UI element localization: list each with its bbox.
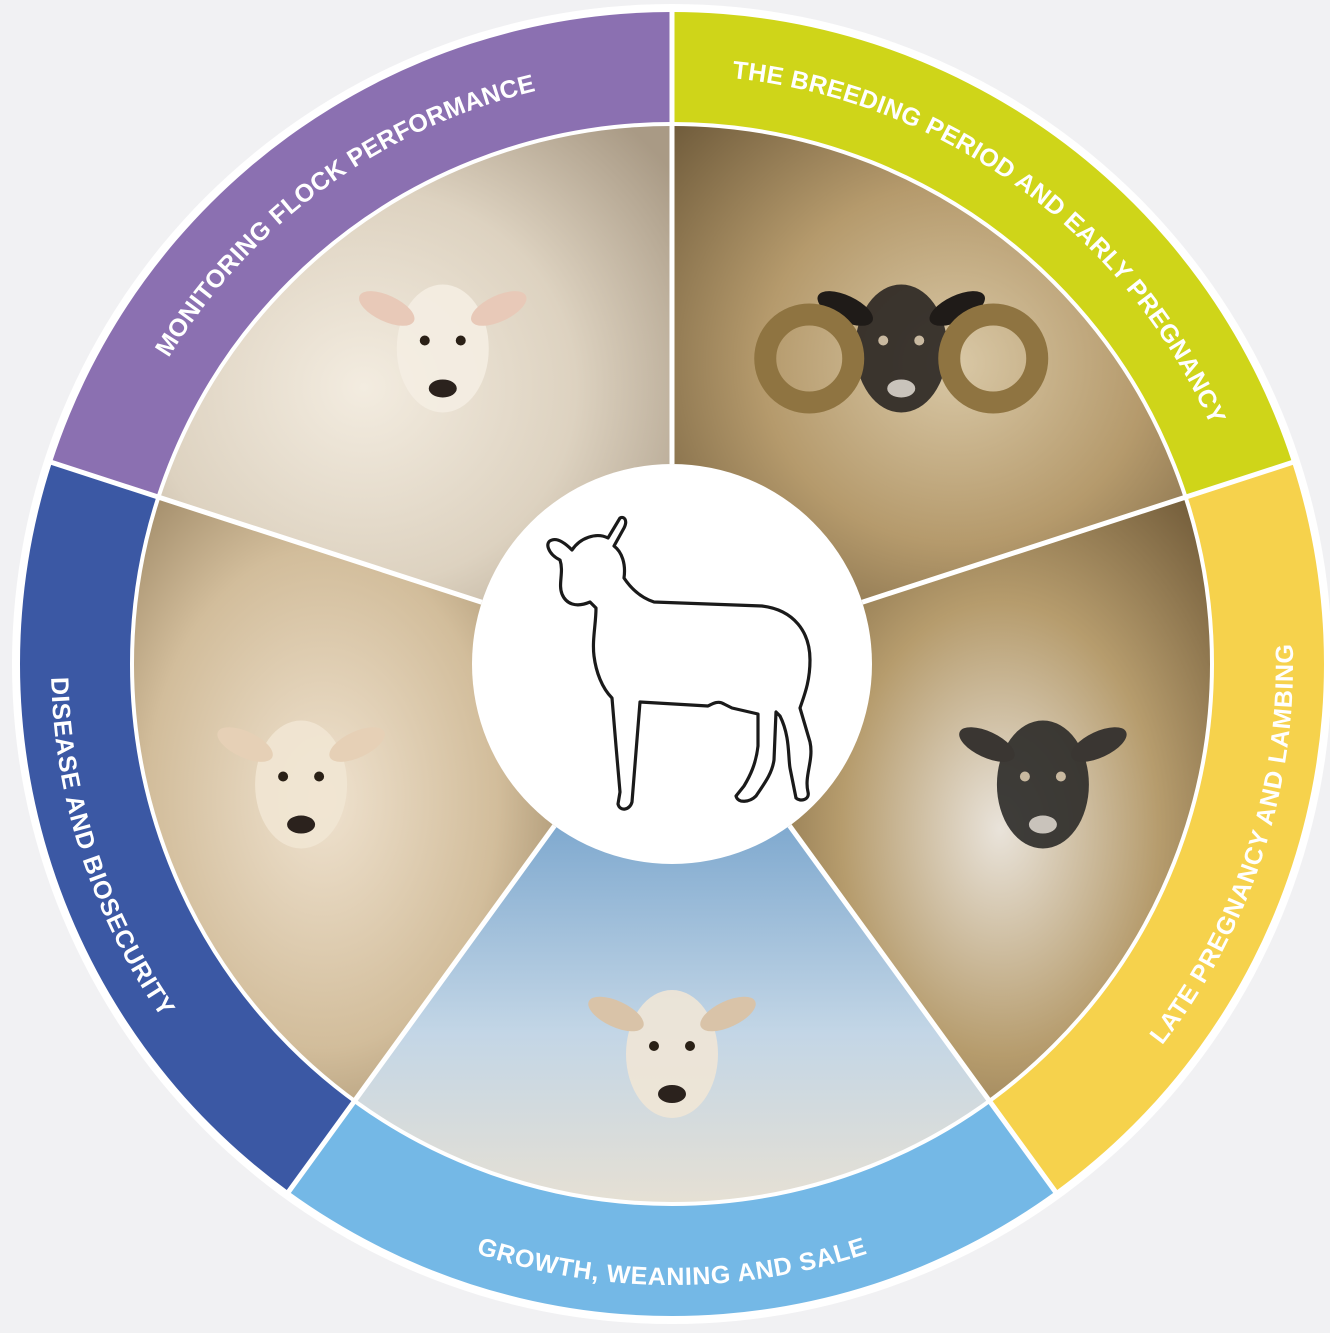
young-lamb-photo-subject xyxy=(588,990,756,1118)
segment-band-3 xyxy=(989,462,1324,1192)
horned-ram-photo-subject xyxy=(754,284,1049,414)
segment-divider-4 xyxy=(787,824,1059,1195)
photo-layer xyxy=(131,124,1212,1204)
segment-band-1 xyxy=(51,12,673,498)
segment-band-4 xyxy=(288,1100,1056,1317)
segment-divider-5 xyxy=(285,824,557,1195)
sheep-vaccination-photo-subject xyxy=(217,720,385,849)
center-hub xyxy=(472,464,872,864)
flock-of-sheep-photo-subject xyxy=(359,284,527,413)
segment-divider-1 xyxy=(49,459,483,605)
ring-layer xyxy=(20,12,1324,1317)
segment-band-5 xyxy=(20,462,355,1192)
segment-band-2 xyxy=(672,12,1293,498)
inner-ring-divider xyxy=(130,122,1214,1206)
segment-divider-3 xyxy=(861,459,1295,605)
ewe-and-newborn-lamb-photo-subject xyxy=(959,720,1127,849)
lamb-outline-icon xyxy=(546,515,813,811)
divider-layer xyxy=(49,10,1295,1206)
